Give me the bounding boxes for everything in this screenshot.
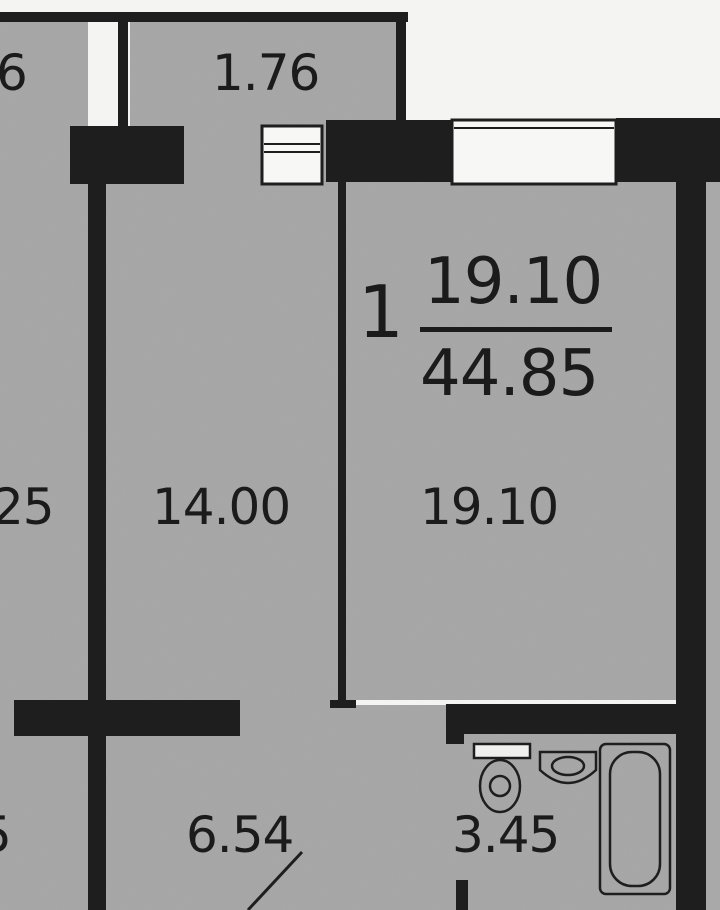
wall-partition-thin xyxy=(338,180,346,705)
fraction-bar xyxy=(420,327,612,332)
bathroom-fixtures xyxy=(472,742,672,896)
wall-mid-horizontal xyxy=(14,700,240,736)
windows xyxy=(260,118,618,186)
wall-bath-left xyxy=(446,704,464,744)
room-area-main: 19.10 xyxy=(420,478,559,536)
wall-top-left xyxy=(0,12,408,22)
wall-exterior-top xyxy=(326,120,456,182)
toilet-icon xyxy=(472,742,532,814)
wall-right-exterior xyxy=(676,180,706,910)
wall-partition-cap xyxy=(330,700,356,708)
room-area-left-mid: 25 xyxy=(0,478,55,536)
room-area-hall: 6.54 xyxy=(186,806,294,864)
wall-left-vertical xyxy=(88,180,106,910)
room-area-balcony: 1.76 xyxy=(212,44,320,102)
wall-balcony-right xyxy=(396,12,406,137)
wall-block-left xyxy=(70,126,184,184)
bathtub-icon xyxy=(598,742,672,896)
apartment-total-area: 44.85 xyxy=(420,337,599,411)
walls xyxy=(0,12,720,910)
wall-balcony-left xyxy=(118,12,128,132)
wall-bath-top xyxy=(446,704,678,734)
window-main-room xyxy=(450,118,618,186)
room-area-bathroom: 3.45 xyxy=(452,806,560,864)
wall-exterior-top-right xyxy=(616,118,720,182)
door-swing-line xyxy=(246,850,304,910)
window-balcony-door xyxy=(260,124,324,186)
room-area-left-top: 6 xyxy=(0,44,28,102)
room-area-left-bottom: 5 xyxy=(0,810,12,860)
wall-bath-left-lower xyxy=(456,880,468,910)
apartment-rooms-count: 1 xyxy=(358,270,404,354)
apartment-living-area: 19.10 xyxy=(424,245,603,319)
room-area-middle: 14.00 xyxy=(152,478,291,536)
sink-icon xyxy=(538,750,598,785)
